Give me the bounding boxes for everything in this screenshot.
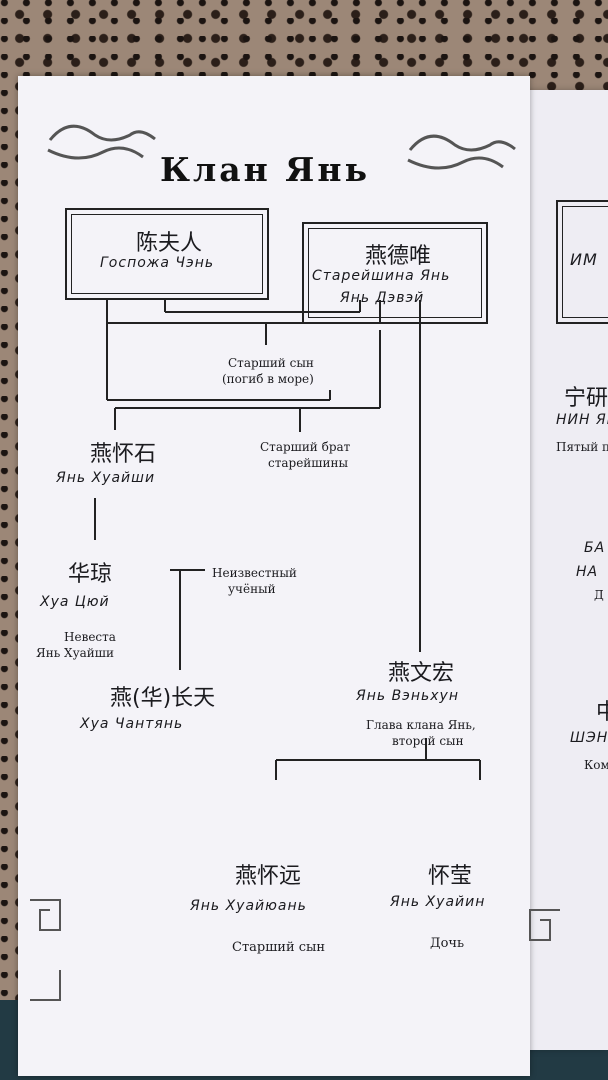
huaiyuan-hanzi: 燕怀远 [235,864,302,889]
dewei-hanzi: 燕德唯 [365,244,432,269]
unknown-scholar-note-2: учёный [228,582,276,596]
huaiying-hanzi: 怀莹 [428,864,473,889]
right-page-hanzi-1: 宁研 [564,386,608,411]
right-page-box [556,200,608,324]
right-page-name-2: ШЭН [570,730,608,746]
qiong-name: Хуа Цюй [40,594,110,610]
qiong-note-1: Невеста [64,630,116,644]
right-page-fragment-2: БА [584,540,606,556]
changtian-hanzi: 燕(华)长天 [110,686,216,711]
dewei-name-line1: Старейшина Янь [312,268,451,284]
huaishi-hanzi: 燕怀石 [90,442,157,467]
right-page-caption-2: Ком [584,758,608,772]
wenhong-name: Янь Вэньхун [356,688,459,704]
huaiyuan-note: Старший сын [232,940,326,955]
wenhong-hanzi: 燕文宏 [388,661,455,686]
page-title: Клан Янь [160,150,370,189]
right-page-hanzi-2: 中 [596,700,608,725]
qiong-note-2: Янь Хуайши [36,646,114,660]
huaiying-note: Дочь [430,936,465,951]
wenhong-note-2: второй сын [392,734,464,748]
left-page [18,76,530,1076]
wenhong-note-1: Глава клана Янь, [366,718,476,732]
box-chen [65,208,269,300]
chen-hanzi: 陈夫人 [136,231,203,256]
huaishi-name: Янь Хуайши [56,470,156,486]
eldest-son-note-1: Старший сын [228,356,314,370]
right-page-name-1: НИН ЯН [556,412,608,428]
unknown-scholar-note-1: Неизвестный [212,566,297,580]
right-page-fragment-3: НА [576,564,599,580]
qiong-hanzi: 华琼 [68,562,113,587]
elder-brother-note-2: старейшины [268,456,348,470]
right-page-fragment-4: Д [594,588,604,602]
dewei-name-line2: Янь Дэвэй [340,290,425,306]
huaiyuan-name: Янь Хуайюань [190,898,307,914]
elder-brother-note-1: Старший брат [260,440,351,454]
right-page-caption-1: Пятый пр [556,440,608,454]
right-page: ИМ 宁研 НИН ЯН Пятый пр БА НА Д 中 ШЭН Ком [526,90,608,1050]
huaiying-name: Янь Хуайин [390,894,486,910]
changtian-name: Хуа Чантянь [80,716,184,732]
box-dewei [302,222,488,324]
eldest-son-note-2: (погиб в море) [222,372,314,386]
right-page-box-text: ИМ [570,250,598,269]
chen-name: Госпожа Чэнь [100,255,215,271]
